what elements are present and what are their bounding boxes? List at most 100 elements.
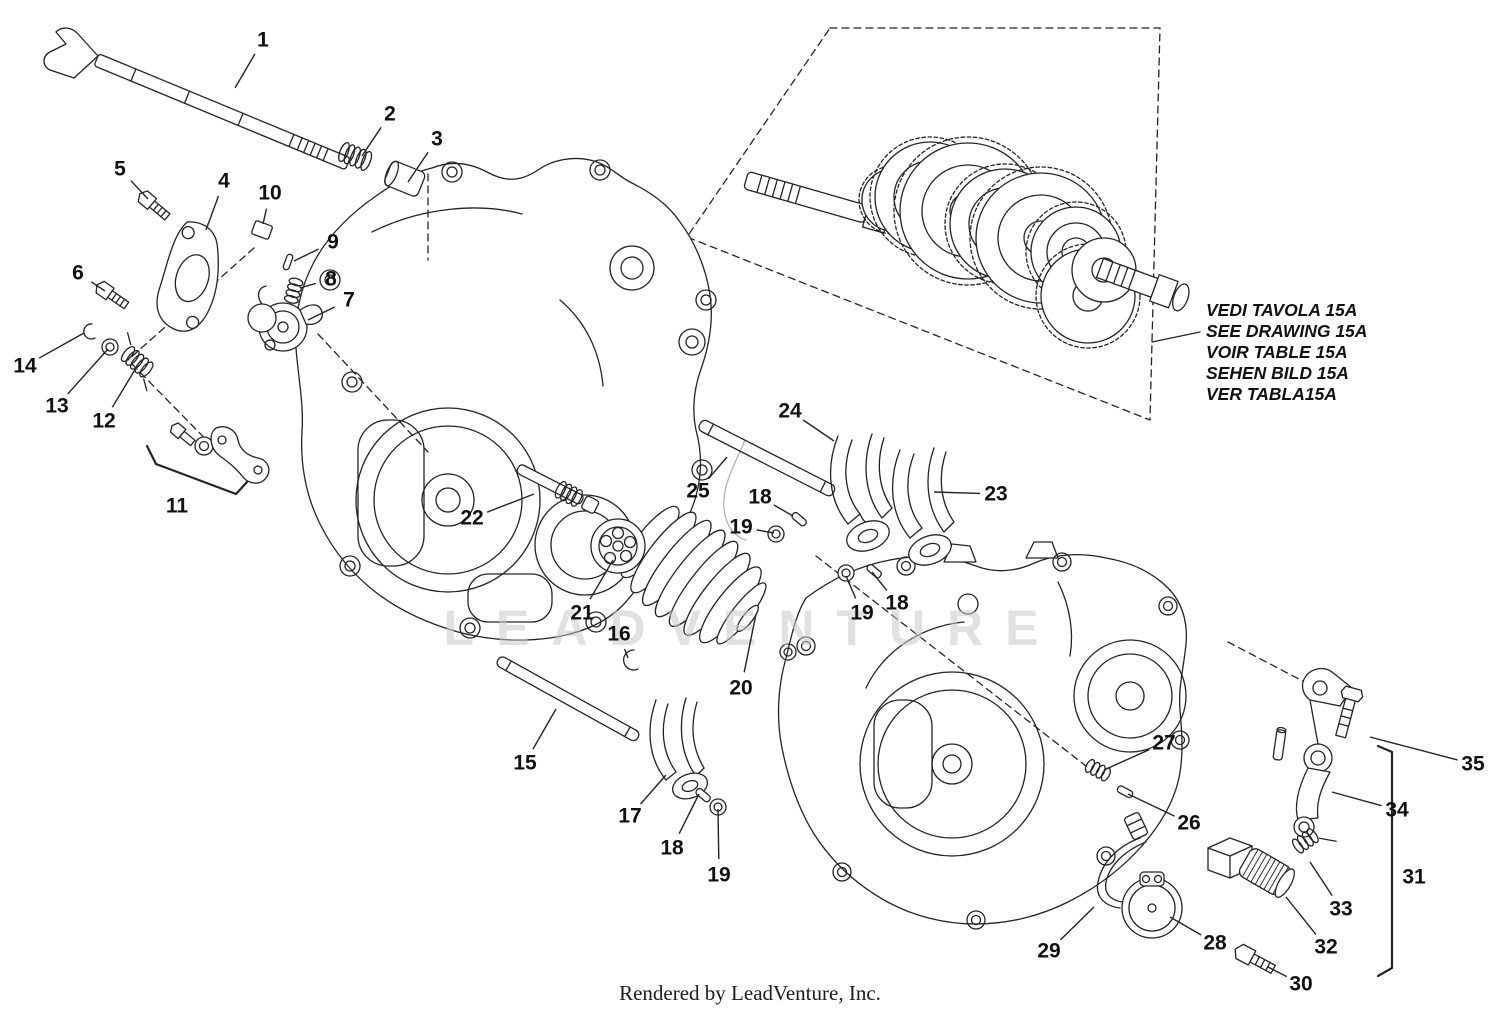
note-line: VOIR TABLE 15A <box>1206 342 1348 362</box>
part-callout-5[interactable]: 5 <box>114 157 126 181</box>
leader-line-25 <box>707 456 728 480</box>
pin-18-a <box>791 511 807 527</box>
leader-line-29 <box>1059 906 1095 941</box>
pin-18-c <box>695 787 711 803</box>
part-callout-28[interactable]: 28 <box>1203 931 1227 955</box>
lever-assembly-11 <box>145 422 270 496</box>
leader-line-19 <box>845 575 857 599</box>
group-bracket-11 <box>145 444 249 496</box>
leader-line-12 <box>111 367 137 408</box>
leader-line-9 <box>293 248 319 262</box>
part-callout-33[interactable]: 33 <box>1329 897 1353 921</box>
part-callout-24[interactable]: 24 <box>778 399 802 423</box>
leader-line-5 <box>130 180 149 200</box>
part-callout-22[interactable]: 22 <box>460 506 484 530</box>
part-callout-23[interactable]: 23 <box>984 482 1008 506</box>
part-callout-9[interactable]: 9 <box>327 230 339 254</box>
part-callout-3[interactable]: 3 <box>431 127 443 151</box>
note-line: SEE DRAWING 15A <box>1206 321 1368 341</box>
note-line: VER TABLA15A <box>1206 384 1337 404</box>
spring-8 <box>283 277 304 304</box>
shaft-22 <box>516 464 600 514</box>
part-callout-8[interactable]: 8 <box>325 267 337 291</box>
leader-line-27 <box>1103 748 1150 771</box>
part-callout-19[interactable]: 19 <box>707 863 731 887</box>
shift-knob-32 <box>1207 837 1296 898</box>
part-callout-26[interactable]: 26 <box>1177 811 1201 835</box>
footer-credit: Rendered by LeadVenture, Inc. <box>619 981 881 1005</box>
part-callout-29[interactable]: 29 <box>1037 939 1061 963</box>
leader-line-16 <box>623 648 629 659</box>
note-line: VEDI TAVOLA 15A <box>1206 300 1358 320</box>
part-callout-30[interactable]: 30 <box>1289 972 1313 996</box>
bolt-35 <box>1335 685 1364 739</box>
gasket-plate-4 <box>156 221 219 332</box>
fork-shaft-25 <box>698 419 836 497</box>
part-callout-19[interactable]: 19 <box>850 601 874 625</box>
spring-12 <box>120 332 154 392</box>
part-callout-18[interactable]: 18 <box>748 485 772 509</box>
leader-line-21 <box>589 559 614 600</box>
fork-shaft-15 <box>496 656 640 742</box>
leader-line-10 <box>262 208 268 225</box>
part-callout-7[interactable]: 7 <box>343 288 355 312</box>
part-callout-31[interactable]: 31 <box>1402 865 1426 889</box>
part-callout-12[interactable]: 12 <box>92 409 116 433</box>
leader-line-13 <box>67 348 109 395</box>
part-callout-18[interactable]: 18 <box>885 591 909 615</box>
leader-line-17 <box>640 774 667 805</box>
part-callout-17[interactable]: 17 <box>618 804 642 828</box>
part-callout-10[interactable]: 10 <box>258 181 282 205</box>
right-crankcase <box>777 541 1190 930</box>
shift-fork-23 <box>891 447 955 566</box>
part-callout-13[interactable]: 13 <box>45 394 69 418</box>
part-callout-14[interactable]: 14 <box>13 354 37 378</box>
return-spring-2 <box>338 141 373 172</box>
leader-line-30 <box>1267 966 1288 978</box>
part-callout-34[interactable]: 34 <box>1385 798 1409 822</box>
sensor-cable-29 <box>1096 812 1148 909</box>
part-callout-11[interactable]: 11 <box>165 494 189 518</box>
leader-line-33 <box>1309 861 1333 897</box>
part-callout-15[interactable]: 15 <box>513 751 537 775</box>
e-clip-14 <box>83 323 96 340</box>
part-callout-6[interactable]: 6 <box>72 261 84 285</box>
leader-line-35 <box>1369 736 1458 761</box>
bushing-3 <box>383 160 426 197</box>
bolt-5 <box>137 190 171 221</box>
leader-line-18 <box>871 571 888 591</box>
leader-line-4 <box>205 195 220 231</box>
leader-line-18 <box>678 793 700 835</box>
washer-13 <box>101 338 119 356</box>
part-callout-21[interactable]: 21 <box>570 601 594 625</box>
plate-10 <box>251 220 273 240</box>
leader-line-1 <box>234 53 256 89</box>
shift-fork-24 <box>829 433 893 552</box>
pin-9 <box>282 253 294 271</box>
part-callout-32[interactable]: 32 <box>1314 935 1338 959</box>
part-callout-25[interactable]: 25 <box>686 479 710 503</box>
pawl-assembly-7 <box>247 285 323 352</box>
part-callout-20[interactable]: 20 <box>729 676 753 700</box>
drum-cam-21 <box>590 518 646 574</box>
leader-line-6 <box>90 281 106 292</box>
leader-line-32 <box>1285 896 1317 935</box>
part-callout-16[interactable]: 16 <box>607 622 631 646</box>
part-callout-1[interactable]: 1 <box>257 28 269 52</box>
part-callout-27[interactable]: 27 <box>1152 731 1176 755</box>
e-clip-16 <box>623 649 639 671</box>
leader-line-26 <box>1127 793 1175 817</box>
watermark-flame <box>723 439 747 541</box>
leader-line-18 <box>773 504 794 517</box>
part-callout-19[interactable]: 19 <box>729 515 753 539</box>
leader-line-20 <box>743 613 757 673</box>
roller-19-a <box>767 525 785 543</box>
part-callout-4[interactable]: 4 <box>218 169 230 193</box>
leader-line-2 <box>361 126 382 157</box>
part-callout-2[interactable]: 2 <box>384 102 396 126</box>
part-callout-35[interactable]: 35 <box>1461 752 1485 776</box>
part-callout-18[interactable]: 18 <box>660 836 684 860</box>
gearshift-shaft-1 <box>43 27 426 197</box>
